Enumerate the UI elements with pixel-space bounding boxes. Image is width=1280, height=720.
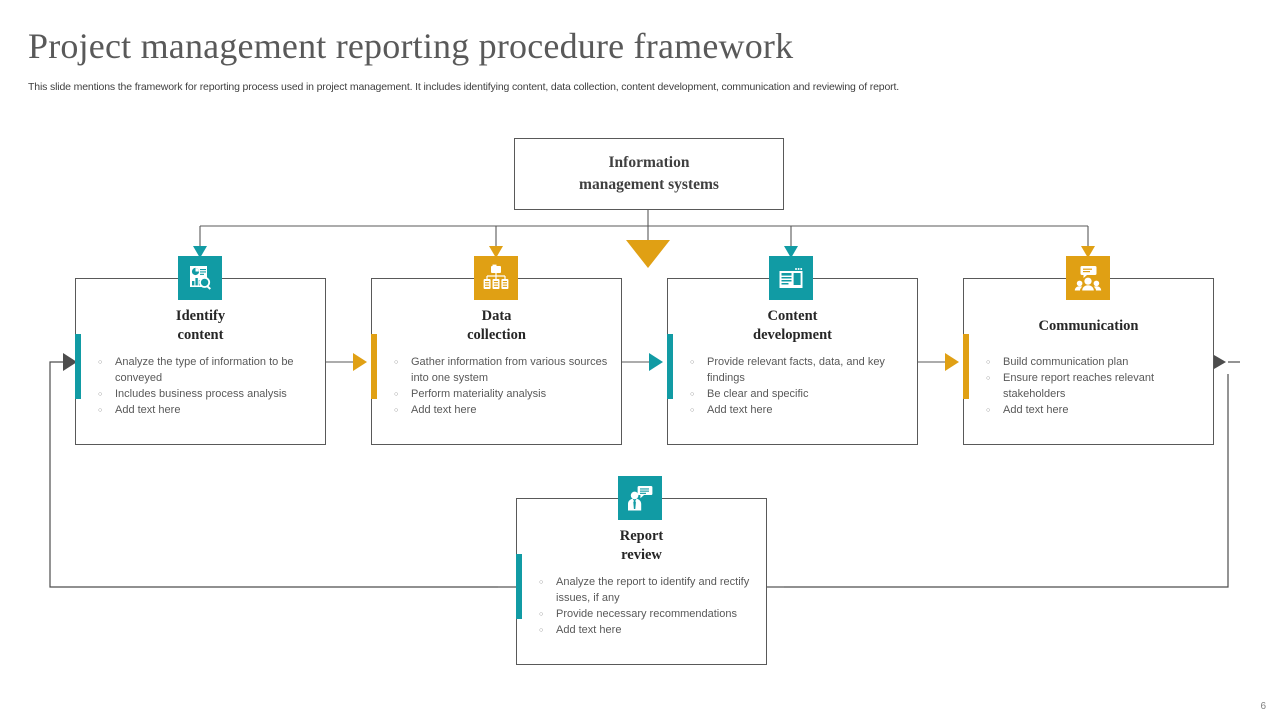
stage-arrow-2-3 xyxy=(649,353,663,371)
card-title: Identify content xyxy=(76,307,325,345)
list-item: Add text here xyxy=(96,402,315,419)
list-item: Add text here xyxy=(537,622,756,639)
card-title-line-2: review xyxy=(621,547,662,563)
list-item: Analyze the report to identify and recti… xyxy=(537,574,756,606)
card-title: Report review xyxy=(517,527,766,565)
card-content-development[interactable]: Content development Provide relevant fac… xyxy=(667,278,918,445)
card-report-review[interactable]: Report review Analyze the report to iden… xyxy=(516,498,767,665)
report-search-icon xyxy=(178,256,222,300)
card-data-collection[interactable]: Data collection Gather information from … xyxy=(371,278,622,445)
document-layout-icon xyxy=(769,256,813,300)
root-label-line-1: Information xyxy=(608,154,690,171)
card-title-line-2: development xyxy=(753,327,832,343)
card-accent-bar xyxy=(963,334,969,399)
list-item: Perform materiality analysis xyxy=(392,386,611,403)
card-bullet-list: Provide relevant facts, data, and key fi… xyxy=(688,354,907,419)
list-item: Gather information from various sources … xyxy=(392,354,611,386)
card-title-line-1: Report xyxy=(619,528,664,544)
card-bullet-list: Gather information from various sources … xyxy=(392,354,611,419)
list-item: Provide relevant facts, data, and key fi… xyxy=(688,354,907,386)
card-title: Content development xyxy=(668,307,917,345)
card-bullet-list: Analyze the report to identify and recti… xyxy=(537,574,756,639)
card-title-line-1: Communication xyxy=(1038,318,1139,334)
card-title: Data collection xyxy=(372,307,621,345)
card-accent-bar xyxy=(371,334,377,399)
list-item: Add text here xyxy=(392,402,611,419)
card-accent-bar xyxy=(516,554,522,619)
root-box-label: Information management systems xyxy=(579,152,719,196)
card-title: Communication xyxy=(964,317,1213,336)
list-item: Build communication plan xyxy=(984,354,1203,371)
people-chat-icon xyxy=(1066,256,1110,300)
list-item: Includes business process analysis xyxy=(96,386,315,403)
card-communication[interactable]: Communication Build communication plan E… xyxy=(963,278,1214,445)
card-title-line-2: content xyxy=(177,327,224,343)
list-item: Be clear and specific xyxy=(688,386,907,403)
page-number: 6 xyxy=(1260,701,1266,712)
card-accent-bar xyxy=(75,334,81,399)
person-feedback-icon xyxy=(618,476,662,520)
loop-arrow-into-communication xyxy=(1214,355,1226,369)
card-accent-bar xyxy=(667,334,673,399)
list-item: Ensure report reaches relevant stakehold… xyxy=(984,370,1203,402)
root-box-information-management-systems[interactable]: Information management systems xyxy=(514,138,784,210)
card-bullet-list: Build communication plan Ensure report r… xyxy=(984,354,1203,419)
card-bullet-list: Analyze the type of information to be co… xyxy=(96,354,315,419)
stage-arrow-1-2 xyxy=(353,353,367,371)
card-title-line-1: Data xyxy=(481,308,512,324)
data-servers-icon xyxy=(474,256,518,300)
card-title-line-2: collection xyxy=(467,327,526,343)
card-identify-content[interactable]: Identify content Analyze the type of inf… xyxy=(75,278,326,445)
list-item: Analyze the type of information to be co… xyxy=(96,354,315,386)
page-title: Project management reporting procedure f… xyxy=(28,26,794,66)
stage-arrow-3-4 xyxy=(945,353,959,371)
list-item: Add text here xyxy=(688,402,907,419)
card-title-line-1: Identify xyxy=(175,308,226,324)
page-subtitle: This slide mentions the framework for re… xyxy=(28,81,900,93)
root-label-line-2: management systems xyxy=(579,176,719,193)
card-title-line-1: Content xyxy=(767,308,818,324)
down-arrow-center xyxy=(626,240,670,268)
list-item: Add text here xyxy=(984,402,1203,419)
list-item: Provide necessary recommendations xyxy=(537,606,756,623)
